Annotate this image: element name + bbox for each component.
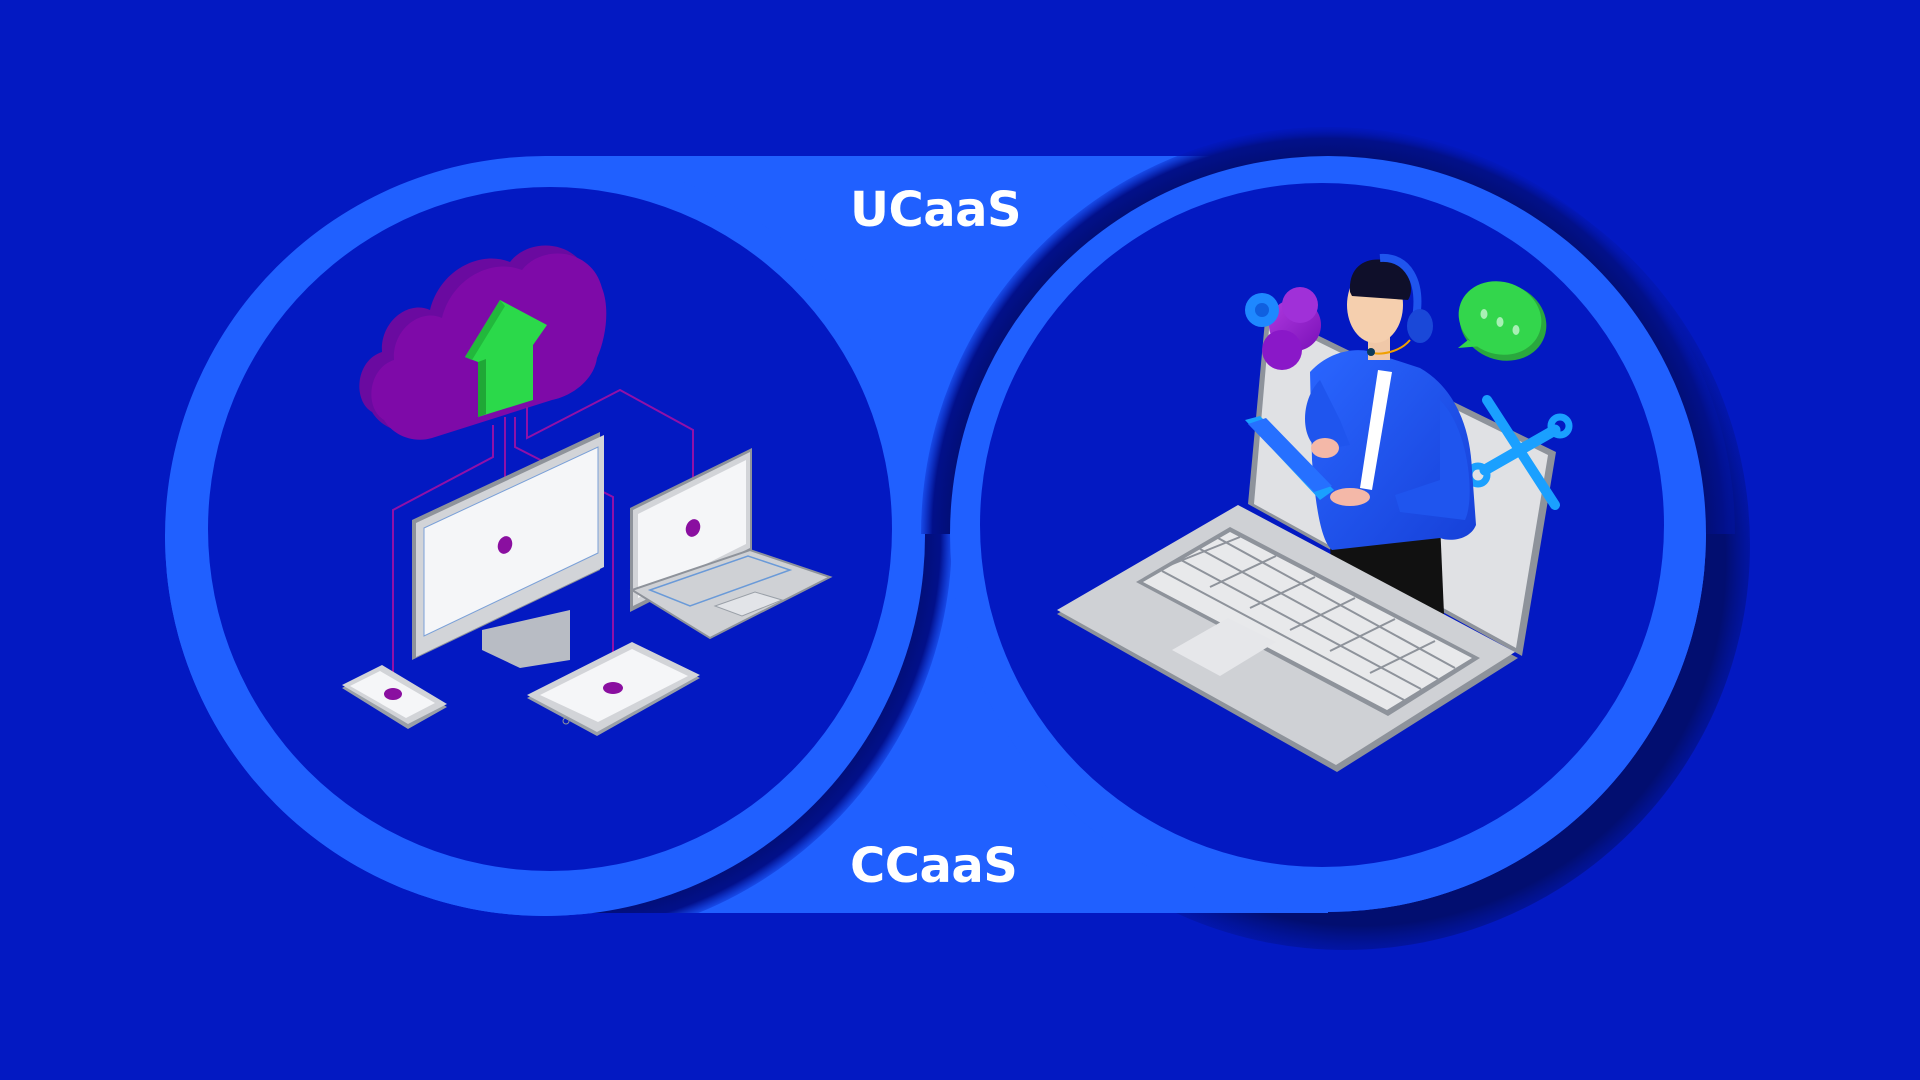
desktop-monitor-icon	[412, 432, 604, 668]
upload-arrow-icon	[465, 300, 547, 417]
ucaas-illustration	[342, 245, 833, 736]
ucaas-label: UCaaS	[850, 182, 1022, 238]
wrench-icon	[1465, 395, 1573, 510]
support-agent-icon	[1305, 253, 1476, 614]
tablet-icon	[1245, 416, 1334, 500]
ccaas-illustration	[1057, 253, 1573, 772]
ccaas-label: CCaaS	[850, 838, 1018, 894]
laptop-icon	[629, 448, 833, 640]
tablet-icon	[527, 642, 700, 736]
chat-bubble-icon	[1458, 281, 1547, 361]
laptop-keyboard	[1057, 505, 1518, 772]
smartphone-icon	[342, 665, 447, 729]
gears-icon	[1245, 287, 1321, 370]
